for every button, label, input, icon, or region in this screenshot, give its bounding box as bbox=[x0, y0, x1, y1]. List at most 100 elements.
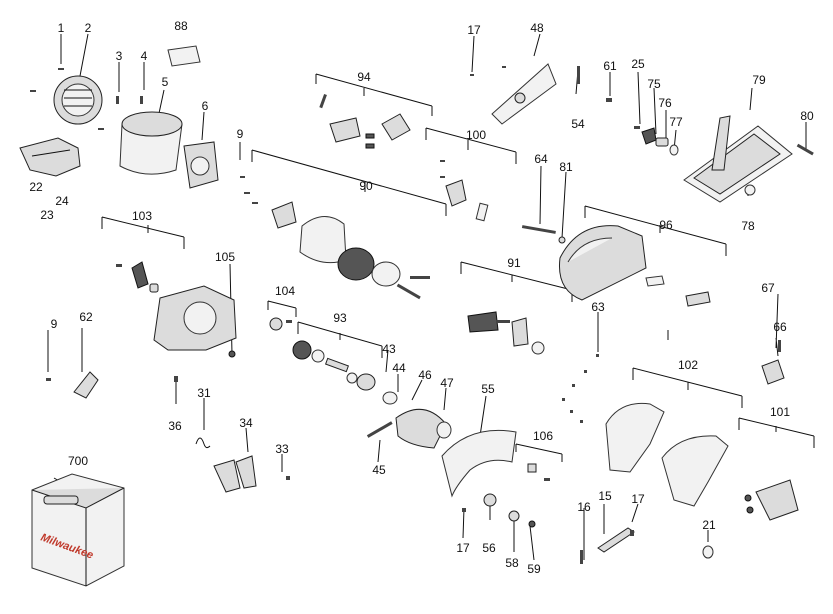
callout-62[interactable]: 62 bbox=[79, 310, 93, 324]
callout-79[interactable]: 79 bbox=[752, 73, 766, 87]
callout-43[interactable]: 43 bbox=[382, 342, 396, 356]
callout-106[interactable]: 106 bbox=[532, 429, 554, 443]
group-bracket-106 bbox=[515, 443, 563, 462]
callout-9-left[interactable]: 9 bbox=[50, 317, 58, 331]
part-group-94 bbox=[319, 94, 411, 149]
part-spring-66 bbox=[778, 340, 781, 352]
part-knob-67 bbox=[761, 359, 785, 385]
callout-103[interactable]: 103 bbox=[131, 209, 153, 223]
part-bolt-59 bbox=[528, 520, 536, 528]
callout-3[interactable]: 3 bbox=[115, 49, 123, 63]
part-wrench-64 bbox=[521, 225, 556, 234]
callout-105[interactable]: 105 bbox=[214, 250, 236, 264]
part-washer-78 bbox=[744, 184, 756, 196]
callout-6[interactable]: 6 bbox=[201, 99, 209, 113]
part-group-103 bbox=[116, 261, 159, 293]
group-bracket-91 bbox=[460, 261, 573, 302]
part-bracket-34b bbox=[235, 455, 257, 489]
callout-64[interactable]: 64 bbox=[534, 152, 548, 166]
callout-91[interactable]: 91 bbox=[507, 256, 521, 270]
callout-90[interactable]: 90 bbox=[359, 179, 373, 193]
callout-36[interactable]: 36 bbox=[168, 419, 182, 433]
part-oring-21 bbox=[702, 545, 714, 559]
part-guard-plate bbox=[470, 63, 557, 125]
part-clamp-levers bbox=[634, 126, 679, 156]
group-bracket-93 bbox=[297, 321, 383, 358]
callout-47[interactable]: 47 bbox=[440, 376, 454, 390]
part-washer-56 bbox=[483, 493, 497, 507]
callout-700[interactable]: 700 bbox=[67, 454, 89, 468]
callout-58[interactable]: 58 bbox=[505, 556, 519, 570]
callout-56[interactable]: 56 bbox=[482, 541, 496, 555]
callout-23[interactable]: 23 bbox=[40, 208, 54, 222]
part-pin-45 bbox=[366, 421, 393, 438]
part-handle-half-left bbox=[605, 402, 665, 473]
callout-75[interactable]: 75 bbox=[647, 77, 661, 91]
part-gear-housing bbox=[153, 285, 237, 358]
part-screws-3-4 bbox=[116, 96, 143, 104]
callout-67[interactable]: 67 bbox=[761, 281, 775, 295]
callout-102[interactable]: 102 bbox=[677, 358, 699, 372]
callout-15[interactable]: 15 bbox=[598, 489, 612, 503]
callout-5[interactable]: 5 bbox=[161, 75, 169, 89]
callout-46[interactable]: 46 bbox=[418, 368, 432, 382]
callout-31[interactable]: 31 bbox=[197, 386, 211, 400]
part-lever-15 bbox=[597, 527, 635, 553]
part-fan-baffle bbox=[183, 141, 219, 189]
part-group-100 bbox=[440, 160, 489, 222]
callout-33[interactable]: 33 bbox=[275, 442, 289, 456]
part-ring-47 bbox=[436, 421, 452, 439]
callout-66[interactable]: 66 bbox=[773, 320, 787, 334]
callout-17-right[interactable]: 17 bbox=[631, 492, 645, 506]
callout-9-top[interactable]: 9 bbox=[236, 127, 244, 141]
part-battery-pack bbox=[558, 225, 711, 307]
part-screw-33 bbox=[286, 476, 290, 480]
callout-88[interactable]: 88 bbox=[174, 19, 188, 33]
part-screws-63 bbox=[562, 354, 599, 423]
callout-17-top[interactable]: 17 bbox=[467, 23, 481, 37]
part-pin-9-left bbox=[46, 378, 51, 381]
callout-17-bottom[interactable]: 17 bbox=[456, 541, 470, 555]
part-gear-train bbox=[269, 317, 376, 391]
callout-63[interactable]: 63 bbox=[591, 300, 605, 314]
part-bearing-43-44 bbox=[382, 391, 398, 405]
part-motor-housing bbox=[119, 111, 183, 175]
part-pin-80 bbox=[796, 143, 814, 156]
callout-93[interactable]: 93 bbox=[333, 311, 347, 325]
callout-100[interactable]: 100 bbox=[465, 128, 487, 142]
callout-48[interactable]: 48 bbox=[530, 21, 544, 35]
callout-59[interactable]: 59 bbox=[527, 562, 541, 576]
group-bracket-90 bbox=[251, 149, 447, 216]
callout-21[interactable]: 21 bbox=[702, 518, 716, 532]
callout-1[interactable]: 1 bbox=[57, 21, 65, 35]
callout-4[interactable]: 4 bbox=[140, 49, 148, 63]
part-screw-61 bbox=[606, 98, 612, 102]
part-group-106 bbox=[527, 463, 550, 481]
callout-80[interactable]: 80 bbox=[800, 109, 814, 123]
callout-61[interactable]: 61 bbox=[603, 59, 617, 73]
callout-55[interactable]: 55 bbox=[481, 382, 495, 396]
callout-16[interactable]: 16 bbox=[577, 500, 591, 514]
callout-78[interactable]: 78 bbox=[741, 219, 755, 233]
group-bracket-104 bbox=[267, 300, 297, 317]
callout-54[interactable]: 54 bbox=[571, 117, 585, 131]
callout-96[interactable]: 96 bbox=[659, 218, 673, 232]
callout-45[interactable]: 45 bbox=[372, 463, 386, 477]
callout-24[interactable]: 24 bbox=[55, 194, 69, 208]
callout-81[interactable]: 81 bbox=[559, 160, 573, 174]
part-pin-36 bbox=[174, 376, 178, 382]
callout-94[interactable]: 94 bbox=[357, 70, 371, 84]
callout-104[interactable]: 104 bbox=[274, 284, 296, 298]
callout-44[interactable]: 44 bbox=[392, 361, 406, 375]
group-bracket-100 bbox=[425, 127, 517, 164]
callout-34[interactable]: 34 bbox=[239, 416, 253, 430]
callout-22[interactable]: 22 bbox=[29, 180, 43, 194]
part-handle-half-right bbox=[661, 435, 729, 507]
callout-2[interactable]: 2 bbox=[84, 21, 92, 35]
callout-25[interactable]: 25 bbox=[631, 57, 645, 71]
callout-77[interactable]: 77 bbox=[669, 115, 683, 129]
part-washer-81 bbox=[558, 236, 566, 244]
callout-101[interactable]: 101 bbox=[769, 405, 791, 419]
callout-76[interactable]: 76 bbox=[658, 96, 672, 110]
part-end-cap bbox=[30, 68, 104, 130]
